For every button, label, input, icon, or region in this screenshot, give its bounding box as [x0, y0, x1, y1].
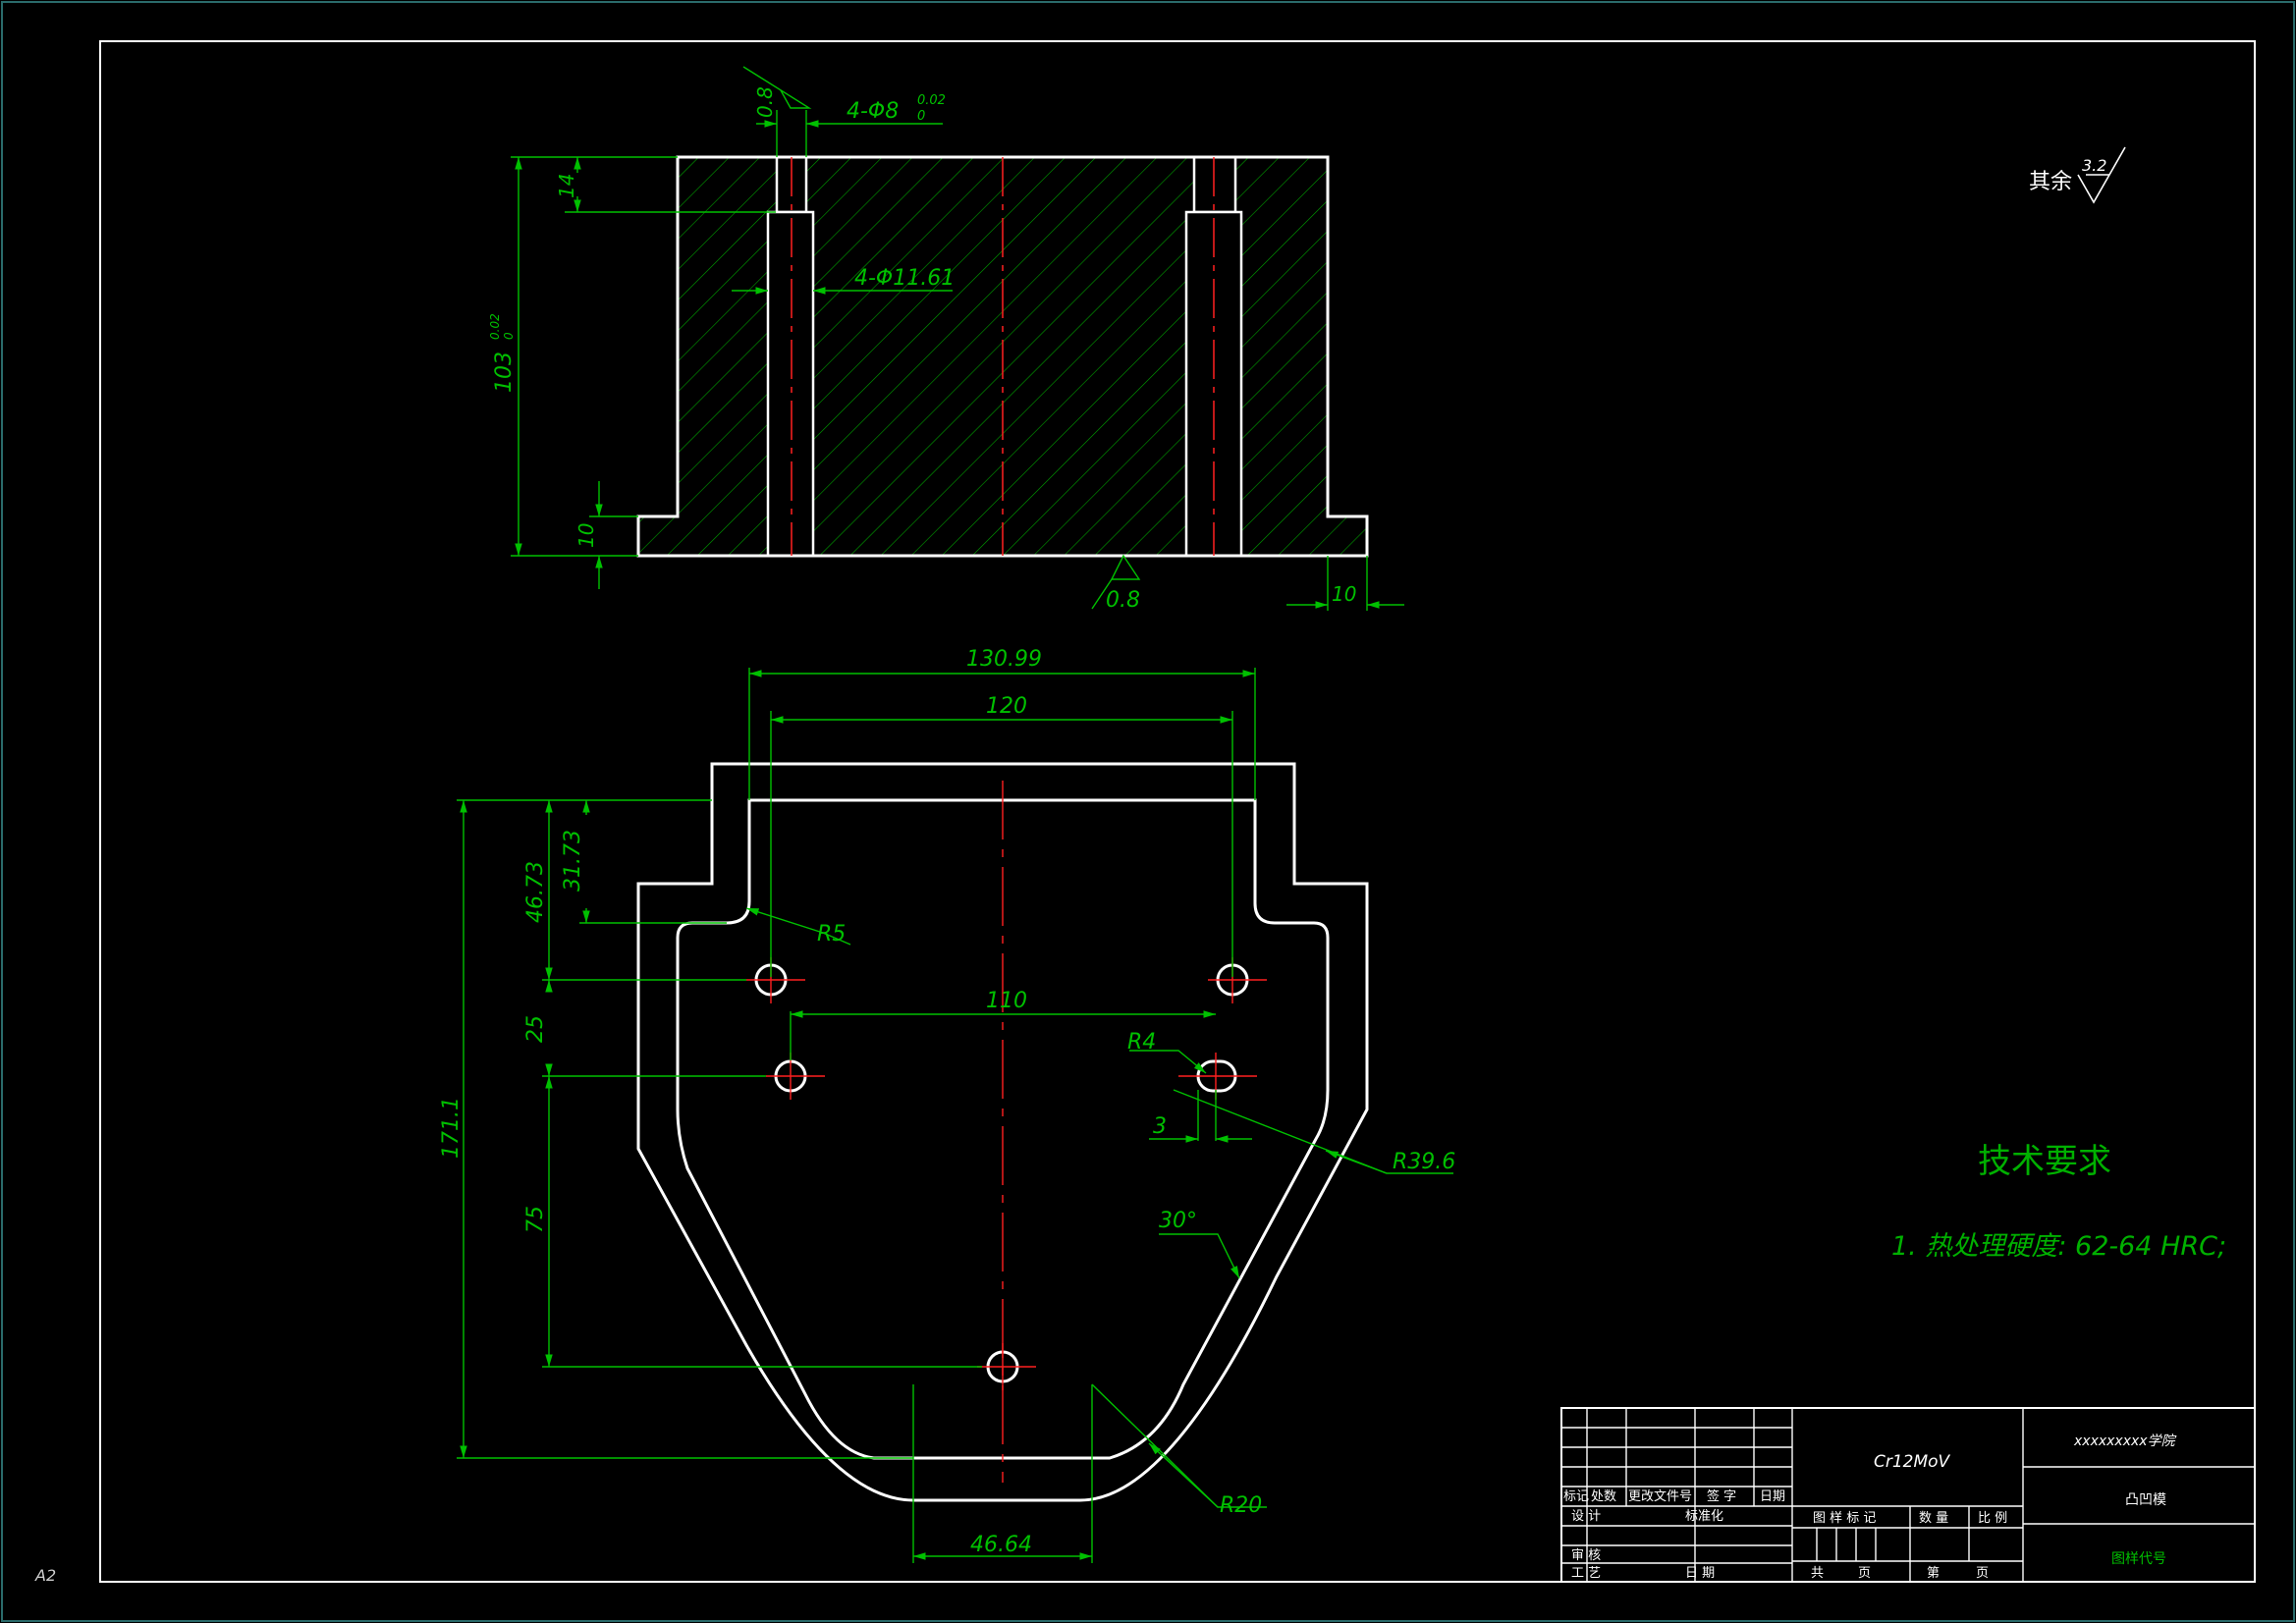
dim-hole-small-label: 4-Φ8 — [847, 99, 899, 124]
dim-height-tol-upper: 0.02 — [488, 313, 502, 340]
svg-text:日期: 日期 — [1760, 1489, 1785, 1504]
finish-bottom-value: 0.8 — [1106, 588, 1140, 613]
tb-standard: 标准化 — [1685, 1509, 1723, 1524]
dim-width — [748, 668, 1256, 1060]
tb-part-name: 凸凹模 — [2125, 1492, 2166, 1508]
tb-sheet-no: 第 — [1927, 1566, 1940, 1581]
dim-hole-spacing: 110 — [986, 989, 1027, 1013]
tb-total: 共 — [1811, 1566, 1824, 1581]
tech-req-title: 技术要求 — [1978, 1142, 2111, 1181]
dim-flange-width-label: 10 — [1332, 582, 1356, 606]
finish-rest: 其余 3.2 — [2029, 146, 2126, 204]
dim-hole-small-tol-upper: 0.02 — [917, 93, 946, 108]
dim-hole-small-tol-lower: 0 — [917, 109, 925, 124]
tb-page: 页 — [1858, 1566, 1871, 1581]
tb-qty: 数 量 — [1919, 1511, 1948, 1526]
dim-d1: 46.73 — [523, 861, 548, 923]
leaders — [745, 907, 1453, 1563]
finish-rest-value: 3.2 — [2082, 156, 2106, 175]
tb-material: Cr12MoV — [1874, 1452, 1951, 1472]
dim-flange-height: 10 — [574, 523, 598, 548]
tb-rev-headers: 标记 处数 更改文件号 签 字 日期 — [1563, 1488, 1785, 1504]
dim-r5: R5 — [817, 922, 846, 947]
svg-text:更改文件号: 更改文件号 — [1628, 1489, 1692, 1504]
drawing-frame — [99, 40, 2256, 1583]
dim-d3: 25 — [523, 1015, 548, 1043]
plan-outer-outline — [636, 762, 1369, 1502]
dim-r20: R20 — [1220, 1493, 1262, 1518]
tb-craft: 工 艺 — [1571, 1566, 1601, 1581]
tech-req-item: 1. 热处理硬度: 62-64 HRC; — [1891, 1231, 2226, 1262]
dim-angle: 30° — [1159, 1209, 1197, 1233]
hole-right-large — [1184, 210, 1243, 558]
tb-date: 日 期 — [1685, 1566, 1715, 1581]
tb-scale: 比 例 — [1978, 1511, 2007, 1526]
svg-text:处数: 处数 — [1591, 1489, 1616, 1504]
dim-top-depth: 14 — [555, 174, 578, 198]
dim-left-vertical — [457, 799, 982, 1459]
hole-right-small — [1192, 155, 1237, 214]
tb-check: 审 核 — [1571, 1548, 1601, 1563]
svg-text:签 字: 签 字 — [1707, 1488, 1736, 1504]
dim-hole-small — [742, 66, 943, 157]
sheet-size-label: A2 — [34, 1566, 56, 1585]
svg-text:标记: 标记 — [1563, 1489, 1589, 1504]
tb-drawing-no: 图样代号 — [2111, 1551, 2166, 1567]
dim-r4: R4 — [1127, 1030, 1156, 1055]
section-view: 4-Φ8 0.02 0 0.8 4-Φ11.61 103 0.02 0 14 — [488, 66, 1404, 613]
hole-left-large — [766, 210, 815, 558]
dim-height-tol-lower: 0 — [502, 332, 516, 340]
finish-rest-label: 其余 — [2029, 170, 2072, 194]
dim-width-inner: 120 — [986, 694, 1027, 719]
dim-d4: 75 — [523, 1206, 548, 1233]
finish-top-value: 0.8 — [753, 86, 777, 118]
tb-school: xxxxxxxxx学院 — [2073, 1434, 2177, 1449]
title-block — [1560, 1407, 2256, 1583]
dim-r39: R39.6 — [1393, 1150, 1455, 1174]
dim-height-total: 103 — [492, 352, 517, 393]
finish-bottom-symbol — [1091, 554, 1141, 610]
dim-bottom-width: 46.64 — [970, 1533, 1032, 1557]
dim-flange-width — [1286, 556, 1404, 611]
dim-height — [511, 156, 776, 589]
dim-slot: 3 — [1153, 1114, 1167, 1139]
tb-page2: 页 — [1976, 1566, 1989, 1581]
dim-d2: 31.73 — [561, 830, 585, 892]
tb-mark: 图 样 标 记 — [1813, 1511, 1876, 1526]
tb-design: 设 计 — [1571, 1509, 1601, 1524]
dim-hole-large-label: 4-Φ11.61 — [854, 266, 955, 291]
plan-view: 130.99 120 110 171.1 46.73 31.7 — [439, 647, 1455, 1563]
dim-width-outer: 130.99 — [966, 647, 1042, 672]
dim-height-total: 171.1 — [439, 1097, 464, 1159]
plan-inner-outline — [676, 798, 1330, 1460]
